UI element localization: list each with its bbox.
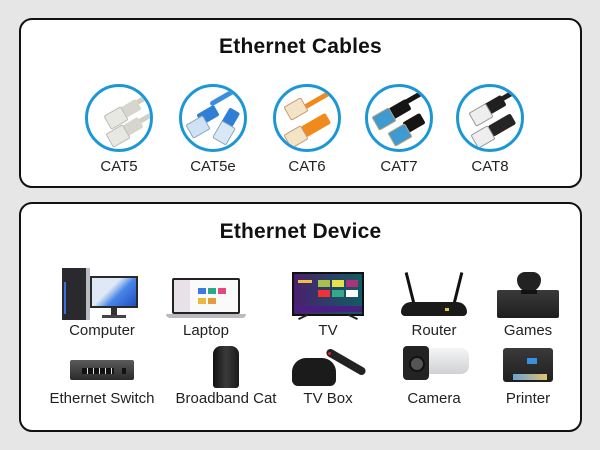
- cable-item-cat7: CAT7: [359, 84, 439, 175]
- cable-item-cat6: CAT6: [267, 84, 347, 175]
- ethernet-cables-panel: Ethernet Cables CAT5 CAT5e CAT6: [19, 18, 582, 188]
- cable-item-cat8: CAT8: [450, 84, 530, 175]
- cat8-cable-icon: [456, 84, 524, 152]
- ethernet-switch-icon: [70, 344, 134, 388]
- device-label: TV: [318, 322, 338, 339]
- cable-label: CAT5e: [190, 158, 236, 175]
- security-camera-icon: [399, 344, 469, 388]
- device-item-ethernet-switch: Ethernet Switch: [47, 344, 157, 407]
- devices-title: Ethernet Device: [219, 220, 382, 243]
- cat7-cable-icon: [365, 84, 433, 152]
- router-icon: [401, 268, 467, 320]
- device-label: Laptop: [183, 322, 229, 339]
- cable-label: CAT7: [380, 158, 418, 175]
- device-label: Printer: [505, 390, 551, 407]
- device-item-camera: Camera: [379, 344, 489, 407]
- device-item-tv-box: TV Box: [273, 344, 383, 407]
- device-item-games: Games: [473, 268, 583, 339]
- computer-icon: [60, 268, 144, 320]
- cat5e-cable-icon: [179, 84, 247, 152]
- device-label: Ethernet Switch: [49, 390, 155, 407]
- device-item-router: Router: [379, 268, 489, 339]
- tv-icon: [292, 268, 364, 321]
- cat6-cable-icon: [273, 84, 341, 152]
- device-label: Camera: [407, 390, 461, 407]
- cable-item-cat5e: CAT5e: [173, 84, 253, 175]
- device-label: Games: [503, 322, 553, 339]
- device-item-computer: Computer: [47, 268, 157, 339]
- cables-title: Ethernet Cables: [219, 35, 382, 58]
- cable-label: CAT5: [100, 158, 138, 175]
- cable-item-cat5: CAT5: [79, 84, 159, 175]
- laptop-icon: [166, 268, 246, 320]
- device-item-broadband-cat: Broadband Cat: [171, 344, 281, 407]
- ethernet-device-panel: Ethernet Device Computer: [19, 202, 582, 432]
- device-label: Computer: [69, 322, 135, 339]
- cat5-cable-icon: [85, 84, 153, 152]
- cable-label: CAT8: [471, 158, 509, 175]
- device-item-printer: Printer: [473, 344, 583, 407]
- device-item-laptop: Laptop: [151, 268, 261, 339]
- cable-label: CAT6: [288, 158, 326, 175]
- device-label: TV Box: [303, 390, 353, 407]
- device-item-tv: TV: [273, 268, 383, 339]
- modem-icon: [211, 344, 241, 388]
- printer-icon: [501, 344, 555, 388]
- device-label: Router: [411, 322, 457, 339]
- game-console-icon: [497, 268, 559, 320]
- tv-box-icon: [292, 344, 368, 388]
- device-label: Broadband Cat: [175, 390, 277, 407]
